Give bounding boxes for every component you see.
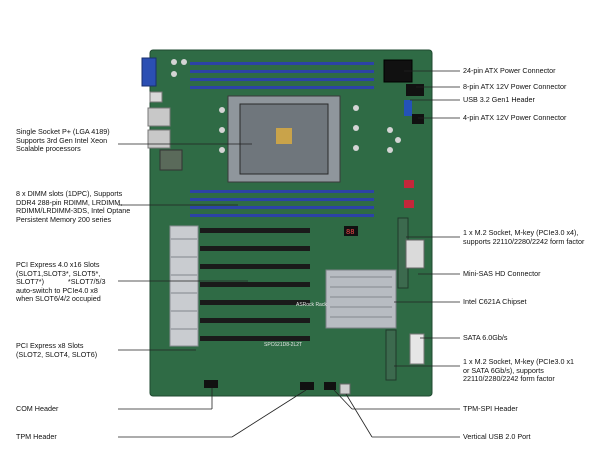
label-line: 1 x M.2 Socket, M-key (PCIe3.0 x1 [463,357,575,366]
label-line: auto-switch to PCIe4.0 x8 [16,285,98,295]
board-model: SPC621D8-2L2T [264,342,302,348]
label-line: 24-pin ATX Power Connector [463,66,556,75]
label-line: 1 x M.2 Socket, M-key (PCIe3.0 x4), [463,228,579,237]
label-line: PCI Express 4.0 x16 Slots [16,260,100,269]
label-atx24: 24-pin ATX Power Connector [463,66,556,76]
red-header-1 [404,180,414,188]
tpm-header [300,382,314,390]
cpu-socket-center [276,128,292,144]
label-line: RDIMM/LRDIMM-3DS, Intel Optane [16,206,131,216]
label-line: SATA 6.0Gb/s [463,333,508,342]
label-line: PCI Express x8 Slots [16,341,84,350]
label-atx8: 8-pin ATX 12V Power Connector [463,82,567,92]
label-sata: SATA 6.0Gb/s [463,333,508,343]
label-line: SLOT7*) *SLOT7/5/3 [16,277,106,287]
label-tpmspi: TPM-SPI Header [463,404,518,414]
label-atx4: 4-pin ATX 12V Power Connector [463,113,567,123]
label-line: Intel C621A Chipset [463,297,527,306]
dimm-slots-lower [190,190,374,217]
label-line: USB 3.2 Gen1 Header [463,95,535,104]
label-chipset: Intel C621A Chipset [463,297,527,307]
lan-port-1 [147,107,171,127]
label-line: TPM Header [16,432,57,441]
label-m2b: 1 x M.2 Socket, M-key (PCIe3.0 x1 or SAT… [463,357,575,384]
usb-rear-port [149,91,163,103]
capacitors [171,59,401,153]
label-line: Persistent Memory 200 series [16,214,112,224]
leader-lines-left [118,143,307,438]
label-line: supports 22110/2280/2242 form factor [463,236,585,246]
label-line: (SLOT2, SLOT4, SLOT6) [16,349,98,359]
label-line: 8-pin ATX 12V Power Connector [463,82,567,91]
dimm-slots-upper [190,62,374,89]
label-line: COM Header [16,404,59,413]
label-dimm: 8 x DIMM slots (1DPC), Supports DDR4 288… [16,189,131,224]
label-cpu: Single Socket P+ (LGA 4189) Supports 3rd… [16,127,110,154]
lan-port-2 [147,129,171,149]
label-usb32: USB 3.2 Gen1 Header [463,95,535,105]
label-tpm: TPM Header [16,432,57,442]
debug-value: 88 [346,229,354,237]
label-line: 8 x DIMM slots (1DPC), Supports [16,189,123,198]
label-pcie16: PCI Express 4.0 x16 Slots (SLOT1,SLOT3*,… [16,260,106,304]
minisas-connector [405,239,425,269]
label-line: (SLOT1,SLOT3*, SLOT5*, [16,268,101,278]
atx4-connector [412,114,424,124]
label-line: TPM-SPI Header [463,404,518,413]
label-line: Vertical USB 2.0 Port [463,432,531,441]
pcie-slots [200,228,310,341]
leader-lines-right [333,70,460,438]
usb20-vertical [339,383,351,395]
com-header [204,380,218,388]
label-line: or SATA 6Gb/s), supports [463,365,544,375]
vrm-heatsink [169,225,199,347]
label-line: 4-pin ATX 12V Power Connector [463,113,567,122]
debug-led [344,226,358,236]
label-line: Mini-SAS HD Connector [463,269,541,278]
label-line: Single Socket P+ (LGA 4189) [16,127,110,136]
atx8-connector [406,84,424,96]
tpm-spi-header [324,382,336,390]
m2-socket-b [385,329,397,381]
label-line: Scalable processors [16,144,81,154]
label-m2a: 1 x M.2 Socket, M-key (PCIe3.0 x4), supp… [463,228,585,246]
chipset-heatsink [325,269,397,329]
board-brand: ASRock Rack [296,302,327,308]
label-pcie8: PCI Express x8 Slots (SLOT2, SLOT4, SLOT… [16,341,98,359]
vga-port [141,57,157,87]
sata-connector [409,333,425,365]
label-line: when SLOT6/4/2 occupied [16,294,101,304]
label-line: DDR4 288-pin RDIMM, LRDIMM, [16,197,123,207]
label-line: Supports 3rd Gen Intel Xeon [16,135,108,145]
usb32-header [404,100,412,116]
red-header-2 [404,200,414,208]
label-usb20: Vertical USB 2.0 Port [463,432,531,442]
io-module [159,149,183,171]
label-com: COM Header [16,404,59,414]
label-line: 22110/2280/2242 form factor [463,374,555,384]
label-sas: Mini-SAS HD Connector [463,269,541,279]
